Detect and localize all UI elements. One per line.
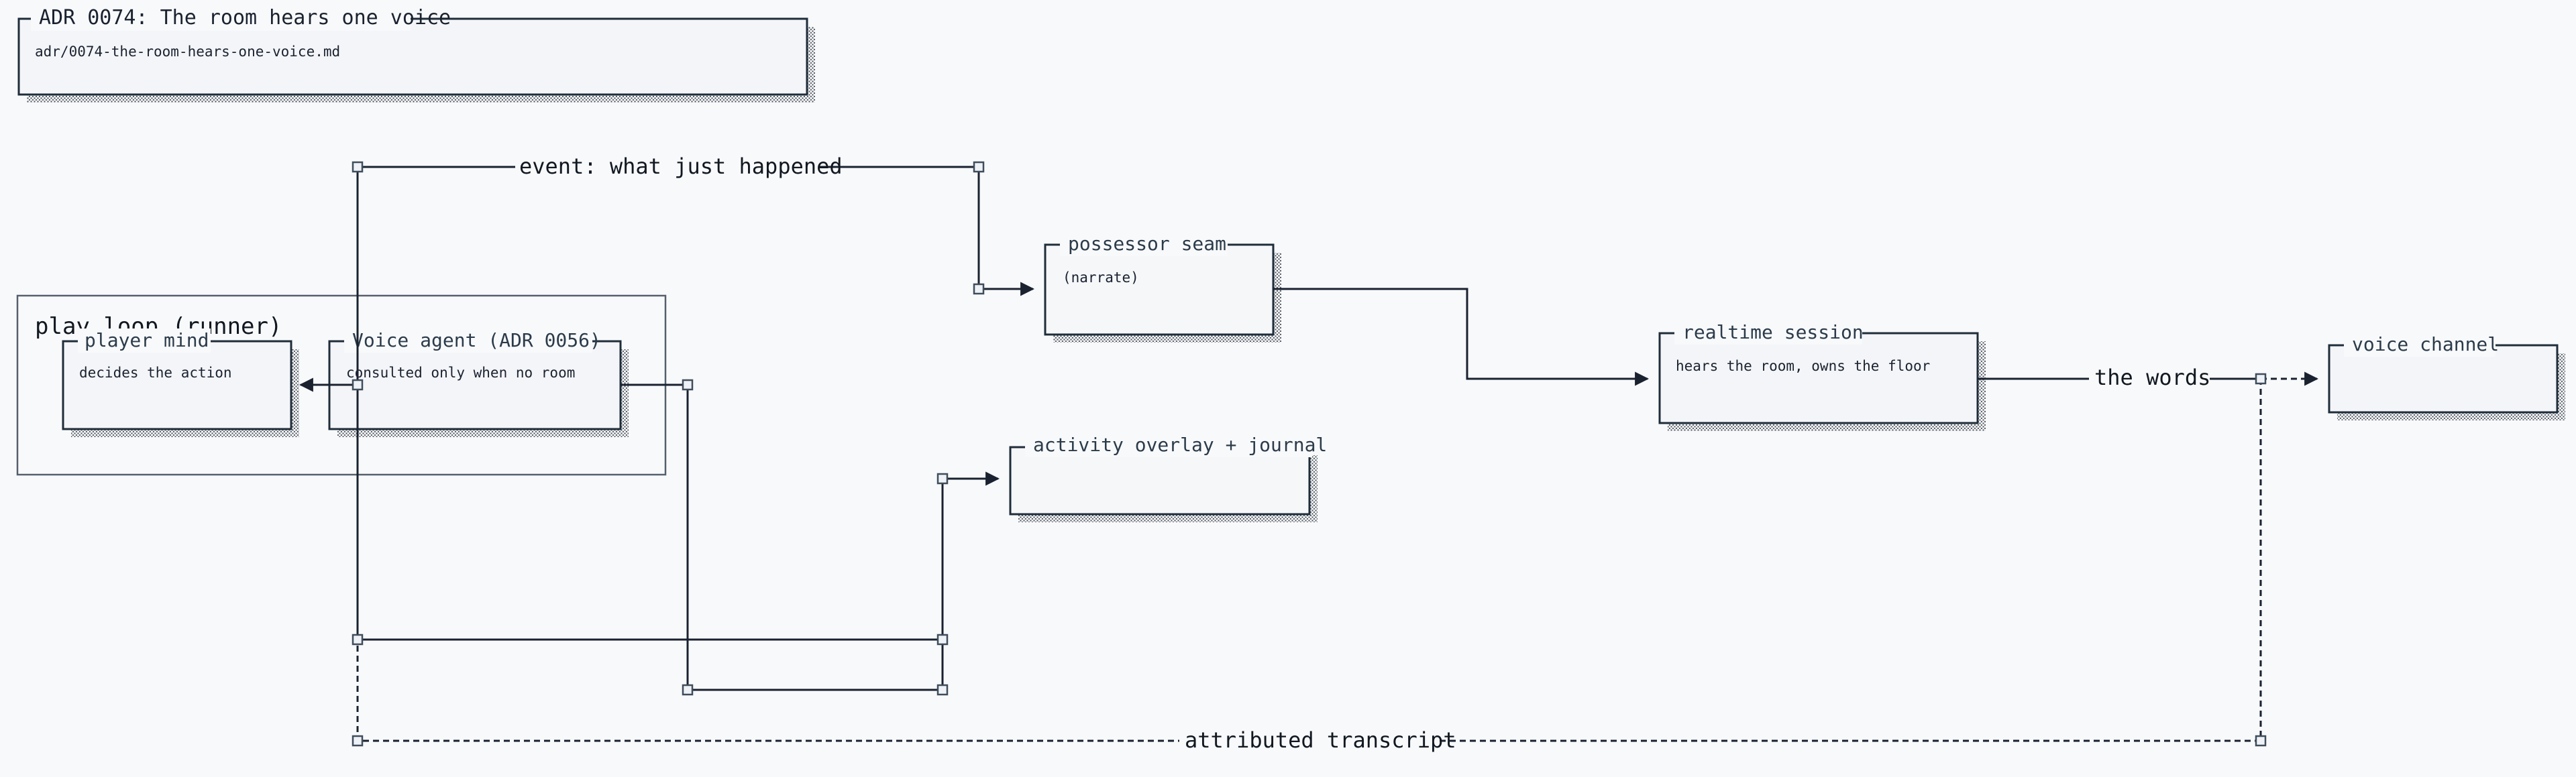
edge-seam-to-session[interactable] bbox=[1273, 288, 1650, 386]
realtime-session-box bbox=[1658, 332, 1979, 424]
node-voice-channel[interactable]: voice channel bbox=[2328, 333, 2565, 420]
possessor-seam-title: possessor seam bbox=[1068, 233, 1226, 255]
handle[interactable] bbox=[682, 684, 694, 696]
adr-title: ADR 0074: The room hears one voice bbox=[39, 6, 451, 29]
handle[interactable] bbox=[973, 283, 985, 295]
adr-header-card: ADR 0074: The room hears one voice adr/0… bbox=[17, 6, 815, 103]
node-realtime-session[interactable]: realtime session hears the room, owns th… bbox=[1658, 320, 1986, 431]
header-frame bbox=[17, 17, 808, 96]
voice-agent-box bbox=[328, 340, 622, 430]
node-possessor-seam[interactable]: possessor seam (narrate) bbox=[1044, 232, 1281, 343]
wire-handles bbox=[352, 161, 2267, 747]
handle[interactable] bbox=[936, 634, 949, 646]
handle[interactable] bbox=[2255, 735, 2267, 747]
player-mind-box bbox=[62, 340, 292, 430]
possessor-seam-box bbox=[1044, 243, 1275, 336]
handle[interactable] bbox=[2255, 373, 2267, 385]
activity-overlay-box bbox=[1009, 446, 1311, 516]
edge-words-label: the words bbox=[2094, 365, 2210, 390]
voice-agent-body: consulted only when no room bbox=[346, 365, 575, 381]
player-mind-title: player mind bbox=[85, 329, 209, 351]
edge-event-label: event: what just happened bbox=[519, 154, 843, 179]
realtime-session-title: realtime session bbox=[1682, 321, 1864, 343]
node-player-mind[interactable]: player mind decides the action bbox=[62, 328, 299, 437]
voice-agent-title: Voice agent (ADR 0056) bbox=[352, 329, 601, 351]
handle[interactable] bbox=[352, 379, 364, 391]
node-activity-overlay[interactable]: activity overlay + journal bbox=[1009, 433, 1327, 522]
handle[interactable] bbox=[973, 161, 985, 173]
voice-channel-title: voice channel bbox=[2352, 333, 2499, 355]
handle[interactable] bbox=[352, 634, 364, 646]
adr-file-path: adr/0074-the-room-hears-one-voice.md bbox=[35, 44, 340, 60]
handle[interactable] bbox=[682, 379, 694, 391]
node-voice-agent[interactable]: Voice agent (ADR 0056) consulted only wh… bbox=[328, 328, 629, 437]
activity-overlay-title: activity overlay + journal bbox=[1033, 434, 1327, 456]
handle[interactable] bbox=[352, 161, 364, 173]
realtime-session-body: hears the room, owns the floor bbox=[1676, 358, 1930, 374]
possessor-seam-body: (narrate) bbox=[1063, 270, 1139, 286]
player-mind-body: decides the action bbox=[79, 365, 232, 381]
handle[interactable] bbox=[936, 473, 949, 485]
handle[interactable] bbox=[352, 735, 364, 747]
edge-transcript-label: attributed transcript bbox=[1185, 727, 1456, 753]
edge-agent-to-overlay[interactable] bbox=[621, 383, 1000, 691]
handle[interactable] bbox=[936, 684, 949, 696]
